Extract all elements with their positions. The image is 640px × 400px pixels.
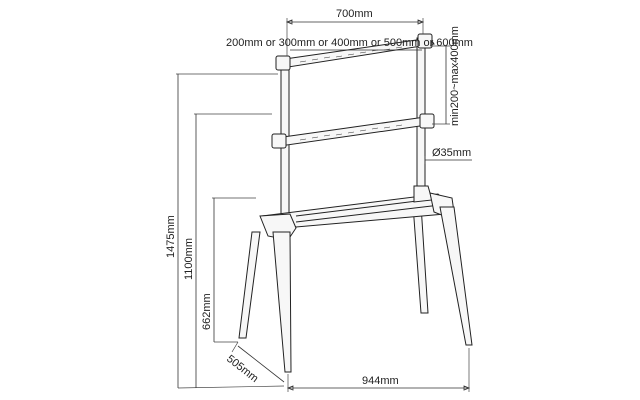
label-height-662: 662mm xyxy=(201,293,213,330)
lower-bracket xyxy=(275,115,435,147)
base-frame-inner-line xyxy=(295,198,434,217)
base-frame-inner-line-2 xyxy=(295,204,441,223)
upper-bracket-left-cap xyxy=(275,55,291,71)
label-width-944: 944mm xyxy=(362,375,399,387)
label-width-700: 700mm xyxy=(336,8,373,20)
front-left-leg xyxy=(272,231,292,373)
back-left-leg xyxy=(238,231,261,339)
label-vesa-widths: 200mm or 300mm or 400mm or 500mm or 600m… xyxy=(226,37,473,49)
lower-bracket-slots xyxy=(299,124,403,141)
upper-bracket-slots xyxy=(299,46,403,63)
label-height-1100: 1100mm xyxy=(183,238,195,280)
label-vesa-heights: min200~max400mm xyxy=(449,26,461,126)
dim-line-505 xyxy=(237,345,285,383)
rear-connector xyxy=(413,185,433,203)
front-right-leg xyxy=(439,206,473,346)
tv-stand xyxy=(238,33,473,373)
back-right-leg xyxy=(412,204,429,314)
label-pole-diameter: Ø35mm xyxy=(432,147,471,159)
label-depth-505: 505mm xyxy=(224,353,260,385)
dimension-labels: 700mm 200mm or 300mm or 400mm or 500mm o… xyxy=(165,8,473,387)
dimension-lines xyxy=(176,18,472,392)
upper-bracket-right-cap xyxy=(417,33,433,49)
lower-bracket-left-cap xyxy=(271,133,287,149)
lower-bracket-right-cap xyxy=(419,113,435,129)
label-height-1475: 1475mm xyxy=(165,215,177,258)
